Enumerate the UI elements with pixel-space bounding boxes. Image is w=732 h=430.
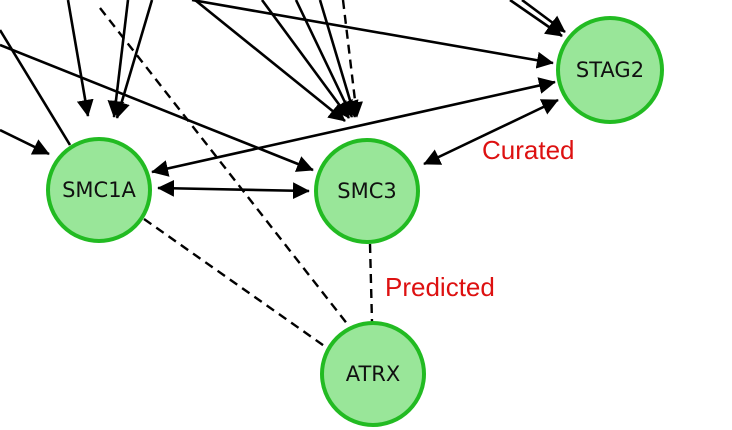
curated-edge-label: Curated [482, 135, 575, 165]
edge-offscreen-to-smc1a [0, 128, 50, 156]
edge-offscreen-to-atrx-dashed [99, 7, 353, 331]
edge-offscreen-to-smc1a [66, 0, 94, 117]
edge-offscreen-to-smc1a [0, 29, 72, 146]
edge-offscreen-to-smc1a [107, 0, 130, 118]
node-stag2[interactable]: STAG2 [556, 16, 664, 124]
node-smc3[interactable]: SMC3 [314, 138, 420, 244]
node-atrx[interactable]: ATRX [320, 321, 426, 427]
node-smc3-label: SMC3 [337, 179, 396, 203]
edge-offscreen-to-stag2 [191, 0, 554, 69]
edge-smc1a-smc3 [157, 179, 310, 200]
node-stag2-circle [556, 16, 664, 124]
node-atrx-circle [320, 321, 426, 427]
node-stag2-label: STAG2 [576, 58, 644, 82]
node-edges [143, 77, 559, 351]
node-smc3-circle [314, 138, 420, 244]
edge-offscreen-to-smc1a [113, 0, 154, 119]
edge-smc1a-stag2 [151, 77, 556, 177]
edge-offscreen-to-stag2 [509, 0, 563, 38]
edge-offscreen-to-smc3 [194, 0, 346, 123]
edge-smc1a-atrx-predicted [143, 218, 331, 351]
edge-offscreen-to-stag2 [521, 0, 566, 34]
edge-smc3-atrx-predicted [368, 243, 374, 323]
node-smc1a-label: SMC1A [62, 178, 136, 202]
node-smc1a[interactable]: SMC1A [46, 137, 152, 243]
edge-smc3-stag2 [423, 98, 559, 166]
predicted-edge-label: Predicted [385, 272, 495, 302]
node-atrx-label: ATRX [346, 362, 401, 386]
node-smc1a-circle [46, 137, 152, 243]
